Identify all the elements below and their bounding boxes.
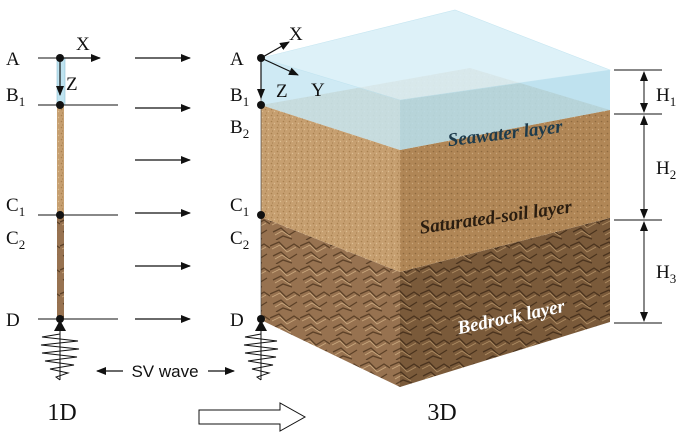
bedrock-front-face <box>261 217 400 387</box>
threed-node-c1 <box>257 211 265 219</box>
oned-point-c1: C1 <box>6 195 25 219</box>
dim-h3-label: H3 <box>656 262 676 286</box>
threed-point-d: D <box>230 310 244 331</box>
oned-node-d <box>56 315 64 323</box>
oned-support-triangle <box>54 320 66 331</box>
oned-soil-segment <box>57 105 64 215</box>
threed-point-c1: C1 <box>230 195 249 219</box>
sv-wave-label: SV wave <box>131 362 198 381</box>
threed-point-b2: B2 <box>230 117 249 141</box>
soil-right-face <box>400 110 610 272</box>
dim-h2-label-bg <box>654 158 684 178</box>
threed-node-b1 <box>257 101 265 109</box>
oned-rock-segment <box>57 215 64 319</box>
bedrock-right-face <box>400 218 610 387</box>
oned-axis-z-label: Z <box>66 74 78 95</box>
threed-axis-x-label: X <box>289 24 303 45</box>
soil-front-face <box>261 105 400 272</box>
threed-support-triangle <box>255 320 267 331</box>
threed-axis-x-arrow <box>260 41 290 59</box>
oned-point-c2: C2 <box>6 228 25 252</box>
oned-node-b1 <box>56 101 64 109</box>
oned-seismic-wave <box>40 333 80 381</box>
threed-seismic-wave <box>243 333 279 381</box>
water-front-face <box>261 58 400 150</box>
oned-point-a: A <box>6 49 20 70</box>
water-top-face <box>259 9 612 101</box>
oned-axis-x-label: X <box>76 34 90 55</box>
oned-point-b1: B1 <box>6 85 25 109</box>
dim-h1-label-bg <box>654 84 684 104</box>
sv-wave-annotation: SV wave <box>96 362 235 381</box>
wave-arrows <box>135 54 191 323</box>
dim-h3-label-bg <box>654 262 684 282</box>
threed-point-a: A <box>230 49 244 70</box>
oned-node-c1 <box>56 211 64 219</box>
height-dimensions: H1 H2 H3 <box>614 69 684 324</box>
threed-axis-y-arrow <box>260 57 299 76</box>
dim-h2-label: H2 <box>656 158 676 182</box>
threed-block: X Y Z A B1 B2 C1 C2 D Seawater layer Sat… <box>230 9 612 387</box>
label-3d: 3D <box>427 400 456 426</box>
threed-axis-z-label: Z <box>276 81 288 102</box>
water-right-face <box>400 70 610 150</box>
threed-point-c2: C2 <box>230 228 249 252</box>
threed-axis-y-label: Y <box>311 80 325 101</box>
oned-column: X Z A B1 C1 C2 D <box>6 34 118 381</box>
threed-point-b1: B1 <box>230 85 249 109</box>
dim-h1-label: H1 <box>656 85 676 109</box>
oned-water-segment <box>56 57 66 106</box>
transition-hollow-arrow <box>198 402 307 432</box>
label-1d: 1D <box>47 400 76 426</box>
oned-point-d: D <box>6 310 20 331</box>
threed-node-d <box>257 315 265 323</box>
